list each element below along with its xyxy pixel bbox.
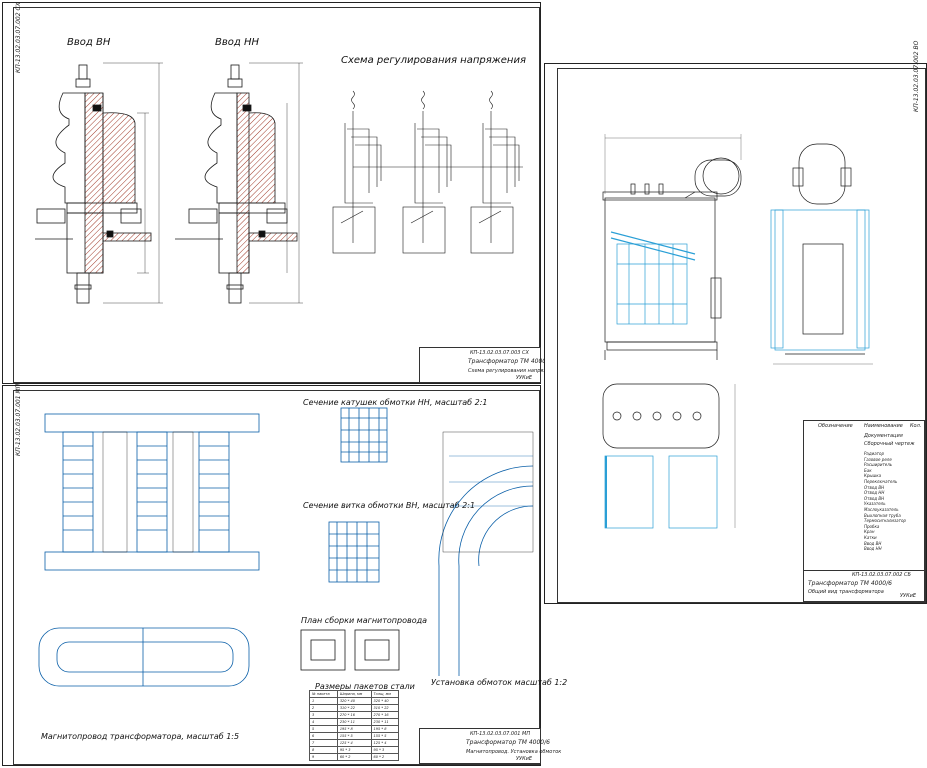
- title-block-code: КП-13.02.03.07.003 СХ: [470, 350, 529, 356]
- list-item: Отвод ВН: [864, 484, 885, 490]
- title-block-sub: Схема регулирования напряжения. Ввод ВН.…: [468, 368, 611, 374]
- table-cell: 95 * 3: [370, 746, 400, 754]
- table-cell: 155 * 5: [336, 732, 372, 740]
- assembly-plan-title: План сборки магнитопровода: [301, 616, 428, 625]
- table-cell: 8: [309, 746, 338, 754]
- hv-section-title: Сечение витка обмотки ВН, масштаб 2:1: [303, 501, 476, 510]
- table-cell: 6: [309, 732, 338, 740]
- list-item: Выхлопная труба: [864, 512, 901, 518]
- table-cell: 230 * 11: [370, 718, 400, 726]
- list-item: Отвод ВН: [864, 495, 885, 501]
- title-block-org: УУКиЕ: [516, 756, 533, 762]
- list-item: Маслоуказатель: [864, 506, 899, 512]
- sheet-frame: [13, 390, 540, 765]
- table-cell: 195 * 8: [336, 725, 372, 733]
- packet-sizes-title: Размеры пакетов стали: [315, 682, 415, 691]
- list-item: Бак: [864, 467, 872, 473]
- list-item: Указатель: [864, 501, 886, 507]
- table-cell: 270 * 16: [370, 711, 400, 719]
- title-block-sheet1: КП-13.02.03.07.003 СХ Трансформатор ТМ 4…: [419, 347, 611, 383]
- table-cell: 3: [309, 711, 338, 719]
- table-cell: 9: [309, 753, 338, 761]
- winding-install-title: Установка обмоток масштаб 1:2: [431, 678, 568, 687]
- drawing-sheet-magnetic-core: КП-13.02.03.07.001 МП Сечение катушек об…: [2, 384, 567, 766]
- magnetic-core-title: Магнитопровод трансформатора, масштаб 1:…: [41, 732, 240, 741]
- hv-bushing-drawing: [35, 62, 523, 304]
- table-cell: 230 * 11: [336, 718, 372, 726]
- list-item: Пробка: [864, 523, 880, 529]
- table-cell: 7: [309, 739, 338, 747]
- spec-section-docs: Документация: [864, 433, 903, 439]
- table-cell: 320 * 40: [370, 697, 400, 705]
- table-header: Ширина, мм: [336, 690, 372, 698]
- list-item: Крышка: [864, 473, 882, 479]
- list-item: Катки: [864, 534, 877, 540]
- drawing-sheet-bushings: КП-13.02.03.07.002 СХ Ввод ВН Ввод НН Сх…: [2, 2, 611, 384]
- table-cell: 1: [309, 697, 338, 705]
- voltage-scheme-title: Схема регулирования напряжения: [341, 55, 526, 66]
- table-cell: 95 * 3: [336, 746, 372, 754]
- spec-header-designation: Обозначение: [818, 423, 853, 429]
- title-block-name: Трансформатор ТМ 4000/6: [808, 580, 892, 587]
- spec-header-name: Наименование: [864, 423, 903, 429]
- list-item: Термосигнализатор: [864, 518, 906, 524]
- table-cell: 125 * 4: [336, 739, 372, 747]
- table-cell: 320 * 40: [336, 697, 372, 705]
- list-item: Ввод ВН: [864, 540, 882, 546]
- table-cell: 5: [309, 725, 338, 733]
- table-row: № пакета Ширина, мм Толщ, мм: [309, 690, 400, 698]
- list-item: Газовое реле: [864, 456, 892, 462]
- table-cell: 270 * 16: [336, 711, 372, 719]
- drawing-sheet-general-view: КП-13.02.03.07.002 ВО: [544, 41, 927, 604]
- table-cell: 310 * 22: [336, 704, 372, 712]
- title-block-sub: Общий вид трансформатора: [808, 589, 884, 595]
- table-cell: 155 * 5: [370, 732, 400, 740]
- lv-section-title: Сечение катушек обмотки НН, масштаб 2:1: [303, 398, 488, 407]
- title-block-sub: Магнитопровод. Установка обмоток: [466, 749, 562, 755]
- sheet-frame: [13, 7, 540, 383]
- table-cell: 4: [309, 718, 338, 726]
- spec-row-assembly: Сборочный чертеж: [864, 441, 915, 447]
- title-block-name: Трансформатор ТМ 4000/6: [466, 739, 550, 746]
- hv-bushing-title: Ввод ВН: [67, 37, 111, 48]
- title-block-name: Трансформатор ТМ 4000/6: [468, 358, 552, 365]
- title-block-sheet2: КП-13.02.03.07.002 СБ Трансформатор ТМ 4…: [803, 570, 925, 602]
- title-block-org: УУКиЕ: [516, 375, 533, 381]
- table-cell: 60 * 2: [336, 753, 372, 761]
- title-block-org: УУКиЕ: [900, 593, 917, 599]
- transformer-general-view: [602, 134, 873, 529]
- list-item: Ввод НН: [864, 546, 882, 552]
- list-item: Расширитель: [864, 462, 893, 468]
- title-block-code: КП-13.02.03.07.002 СБ: [852, 572, 911, 578]
- table-cell: 310 * 22: [370, 704, 400, 712]
- table-cell: 2: [309, 704, 338, 712]
- table-cell: 195 * 8: [370, 725, 400, 733]
- sheet-frame: [557, 68, 926, 603]
- title-block-sheet3: КП-13.02.03.07.001 МП Трансформатор ТМ 4…: [419, 728, 561, 764]
- list-item: Кран: [864, 529, 875, 535]
- list-item: Переключатель: [864, 478, 898, 484]
- list-item: Отвод НН: [864, 490, 885, 496]
- table-header: № пакета: [309, 690, 338, 698]
- table-header: Толщ, мм: [370, 690, 400, 698]
- spec-header-qty: Кол.: [910, 423, 922, 429]
- lv-bushing-title: Ввод НН: [215, 37, 260, 48]
- table-cell: 125 * 4: [370, 739, 400, 747]
- table-cell: 60 * 2: [370, 753, 400, 761]
- list-item: Радиатор: [864, 451, 884, 456]
- title-block-code: КП-13.02.03.07.001 МП: [470, 731, 531, 737]
- magnetic-core-drawing: [38, 407, 534, 687]
